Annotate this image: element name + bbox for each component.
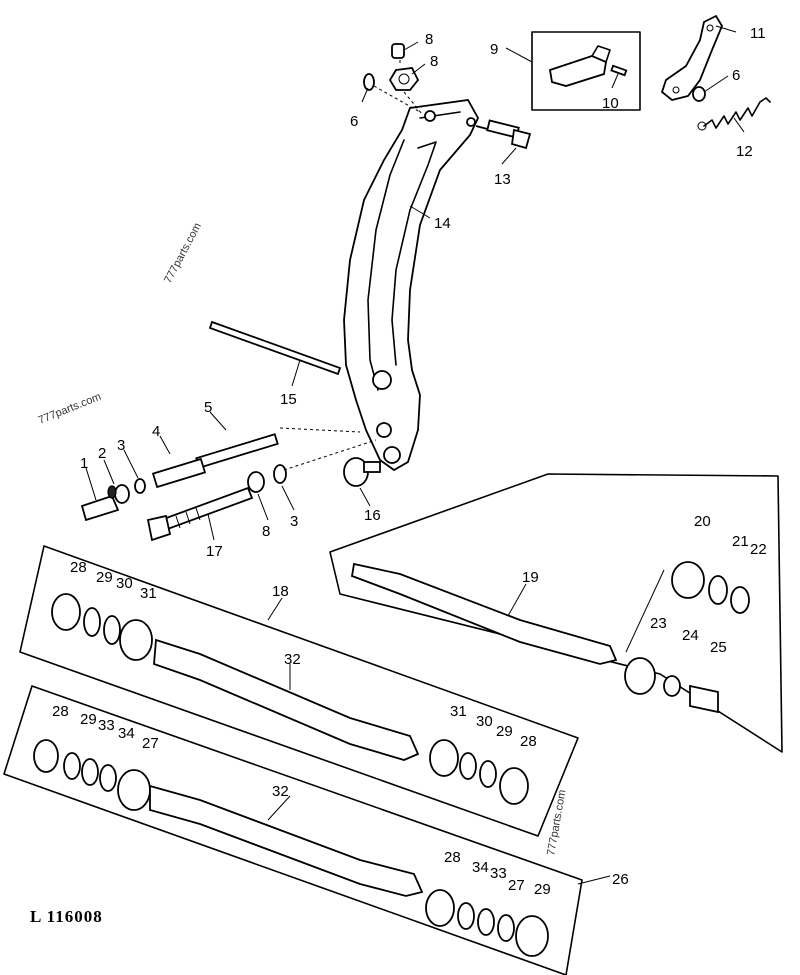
callout-27-b: 28 (444, 849, 461, 866)
panel-19 (329, 473, 783, 753)
callout-1: 1 (80, 455, 88, 472)
document-id: L 116008 (30, 907, 103, 926)
spring-12 (697, 97, 771, 131)
inset-detail-box (531, 31, 641, 111)
callout-28-a: 28 (70, 559, 87, 576)
callout-31-a: 31 (140, 585, 157, 602)
callout-11: 11 (750, 25, 766, 42)
callout-7: 8 (425, 31, 433, 48)
callout-6-right: 6 (732, 67, 740, 84)
callout-leaders (85, 25, 745, 885)
watermark-top: 777parts.com (162, 221, 204, 285)
callout-30-a: 30 (116, 575, 133, 592)
callout-5: 5 (204, 399, 212, 416)
panel-26 (3, 685, 583, 975)
callout-13: 13 (494, 171, 511, 188)
callout-25: 25 (710, 639, 727, 656)
callout-30-b: 30 (476, 713, 493, 730)
callout-22: 22 (750, 541, 767, 558)
callout-15: 15 (280, 391, 297, 408)
callout-31-b: 31 (450, 703, 467, 720)
callout-8: 8 (430, 53, 438, 70)
callout-6: 6 (350, 113, 358, 130)
callout-29-a: 29 (96, 569, 113, 586)
callout-20: 20 (694, 513, 711, 530)
callout-28-c: 28 (52, 703, 69, 720)
callout-27-a: 27 (142, 735, 159, 752)
callout-3: 3 (117, 437, 125, 454)
bolt-13 (475, 119, 532, 150)
lever-arm (343, 99, 480, 472)
callout-32-b: 32 (272, 783, 289, 800)
callout-16: 16 (364, 507, 381, 524)
callout-34-a: 34 (118, 725, 135, 742)
callout-34-b: 34 (472, 859, 489, 876)
callout-8-lower: 8 (262, 523, 270, 540)
top-right-lever (660, 14, 724, 102)
callout-labels: 8 8 6 9 10 11 6 12 13 14 15 5 4 3 2 1 17… (52, 25, 767, 898)
callout-28-d: 29 (534, 881, 551, 898)
callout-32-a: 32 (284, 651, 301, 668)
top-small-parts (363, 43, 423, 115)
callout-29-b: 29 (496, 723, 513, 740)
callout-26: 26 (612, 871, 629, 888)
callout-19: 19 (522, 569, 539, 586)
callout-21: 21 (732, 533, 749, 550)
panel-18 (19, 545, 579, 837)
callout-23: 23 (650, 615, 667, 632)
callout-10: 10 (602, 95, 619, 112)
callout-29-d: 27 (508, 877, 525, 894)
callout-24: 24 (682, 627, 699, 644)
watermark-right: 777parts.com (545, 789, 568, 857)
callout-33-a: 33 (98, 717, 115, 734)
rod-15 (208, 320, 342, 376)
callout-28-b: 28 (520, 733, 537, 750)
bolt-17 (146, 439, 377, 542)
callout-17: 17 (206, 543, 223, 560)
callout-14: 14 (434, 215, 451, 232)
callout-29-c: 29 (80, 711, 97, 728)
callout-12: 12 (736, 143, 753, 160)
callout-33-b: 33 (490, 865, 507, 882)
callout-2: 2 (98, 445, 106, 462)
callout-4: 4 (152, 423, 160, 440)
shaft-assembly-left (80, 427, 361, 522)
callout-18: 18 (272, 583, 289, 600)
knob-16 (343, 457, 381, 487)
callout-9: 9 (490, 41, 498, 58)
callout-3-lower: 3 (290, 513, 298, 530)
watermark-left: 777parts.com (37, 391, 103, 427)
